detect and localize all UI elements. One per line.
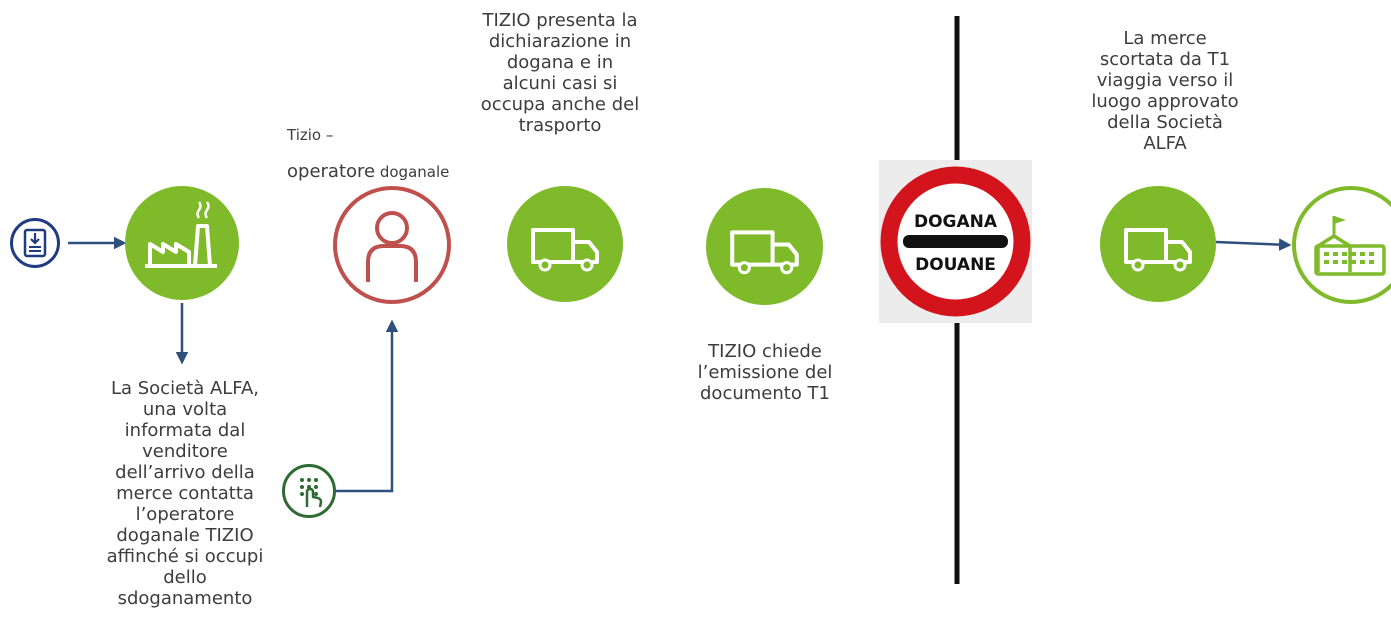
declaration-text-line: dichiarazione in xyxy=(488,31,632,52)
customs-sign-line1: DOGANA xyxy=(913,212,998,232)
transit-description: La merce scortata da T1 viaggia verso il… xyxy=(1065,28,1265,154)
declaration-text-line: occupa anche del xyxy=(480,94,640,115)
society-text-line: merce contatta xyxy=(116,483,254,504)
society-text-line: una volta xyxy=(142,399,228,420)
truck-icon xyxy=(706,188,823,305)
transit-text-line: scortata da T1 xyxy=(1099,49,1231,70)
operator-label-small: Tizio – xyxy=(287,126,334,144)
society-text-line: informata dal xyxy=(124,420,246,441)
declaration-description: TIZIO presenta la dichiarazione in dogan… xyxy=(455,10,665,136)
transit-text-line: La merce xyxy=(1123,28,1207,49)
transit-text-line: della Società xyxy=(1107,112,1223,133)
declaration-text-line: dogana e in xyxy=(506,52,614,73)
truck-icon xyxy=(1100,186,1216,302)
operator-label-main: operatore xyxy=(287,161,376,182)
t1-text-line: documento T1 xyxy=(700,383,830,404)
society-text-line: l’operatore xyxy=(135,504,235,525)
document-download-icon xyxy=(10,218,60,268)
customs-stop-sign: DOGANA DOUANE xyxy=(879,160,1032,323)
society-text-line: dell’arrivo della xyxy=(115,462,255,483)
t1-text-line: TIZIO chiede xyxy=(708,341,822,362)
declaration-text-line: alcuni casi si xyxy=(502,73,618,94)
person-icon xyxy=(333,186,451,304)
transit-text-line: viaggia verso il xyxy=(1096,70,1234,91)
t1-request-description: TIZIO chiede l’emissione del documento T… xyxy=(665,341,865,404)
warehouse-flag-icon xyxy=(1292,186,1391,304)
customs-sign-line2: DOUANE xyxy=(915,255,996,275)
society-description: La Società ALFA, una volta informata dal… xyxy=(70,378,300,609)
declaration-text-line: TIZIO presenta la xyxy=(482,10,638,31)
factory-icon xyxy=(125,186,239,300)
declaration-text-line: trasporto xyxy=(518,115,602,136)
transit-text-line: luogo approvato xyxy=(1091,91,1239,112)
society-text-line: doganale TIZIO xyxy=(116,525,254,546)
society-text-line: dello xyxy=(163,567,207,588)
arrow-truck-to-warehouse xyxy=(1215,238,1292,251)
society-text-line: La Società ALFA, xyxy=(110,378,260,399)
society-text-line: sdoganamento xyxy=(117,588,253,609)
phone-keypad-icon xyxy=(282,464,336,518)
arrow-phone-to-operator xyxy=(335,319,399,493)
truck-icon xyxy=(507,186,623,302)
society-text-line: affinché si occupi xyxy=(106,546,264,567)
society-text-line: venditore xyxy=(142,441,228,462)
operator-label-tail: doganale xyxy=(375,163,450,181)
transit-text-line: ALFA xyxy=(1143,133,1187,154)
t1-text-line: l’emissione del xyxy=(697,362,833,383)
operator-label: operatore doganale xyxy=(287,161,449,182)
